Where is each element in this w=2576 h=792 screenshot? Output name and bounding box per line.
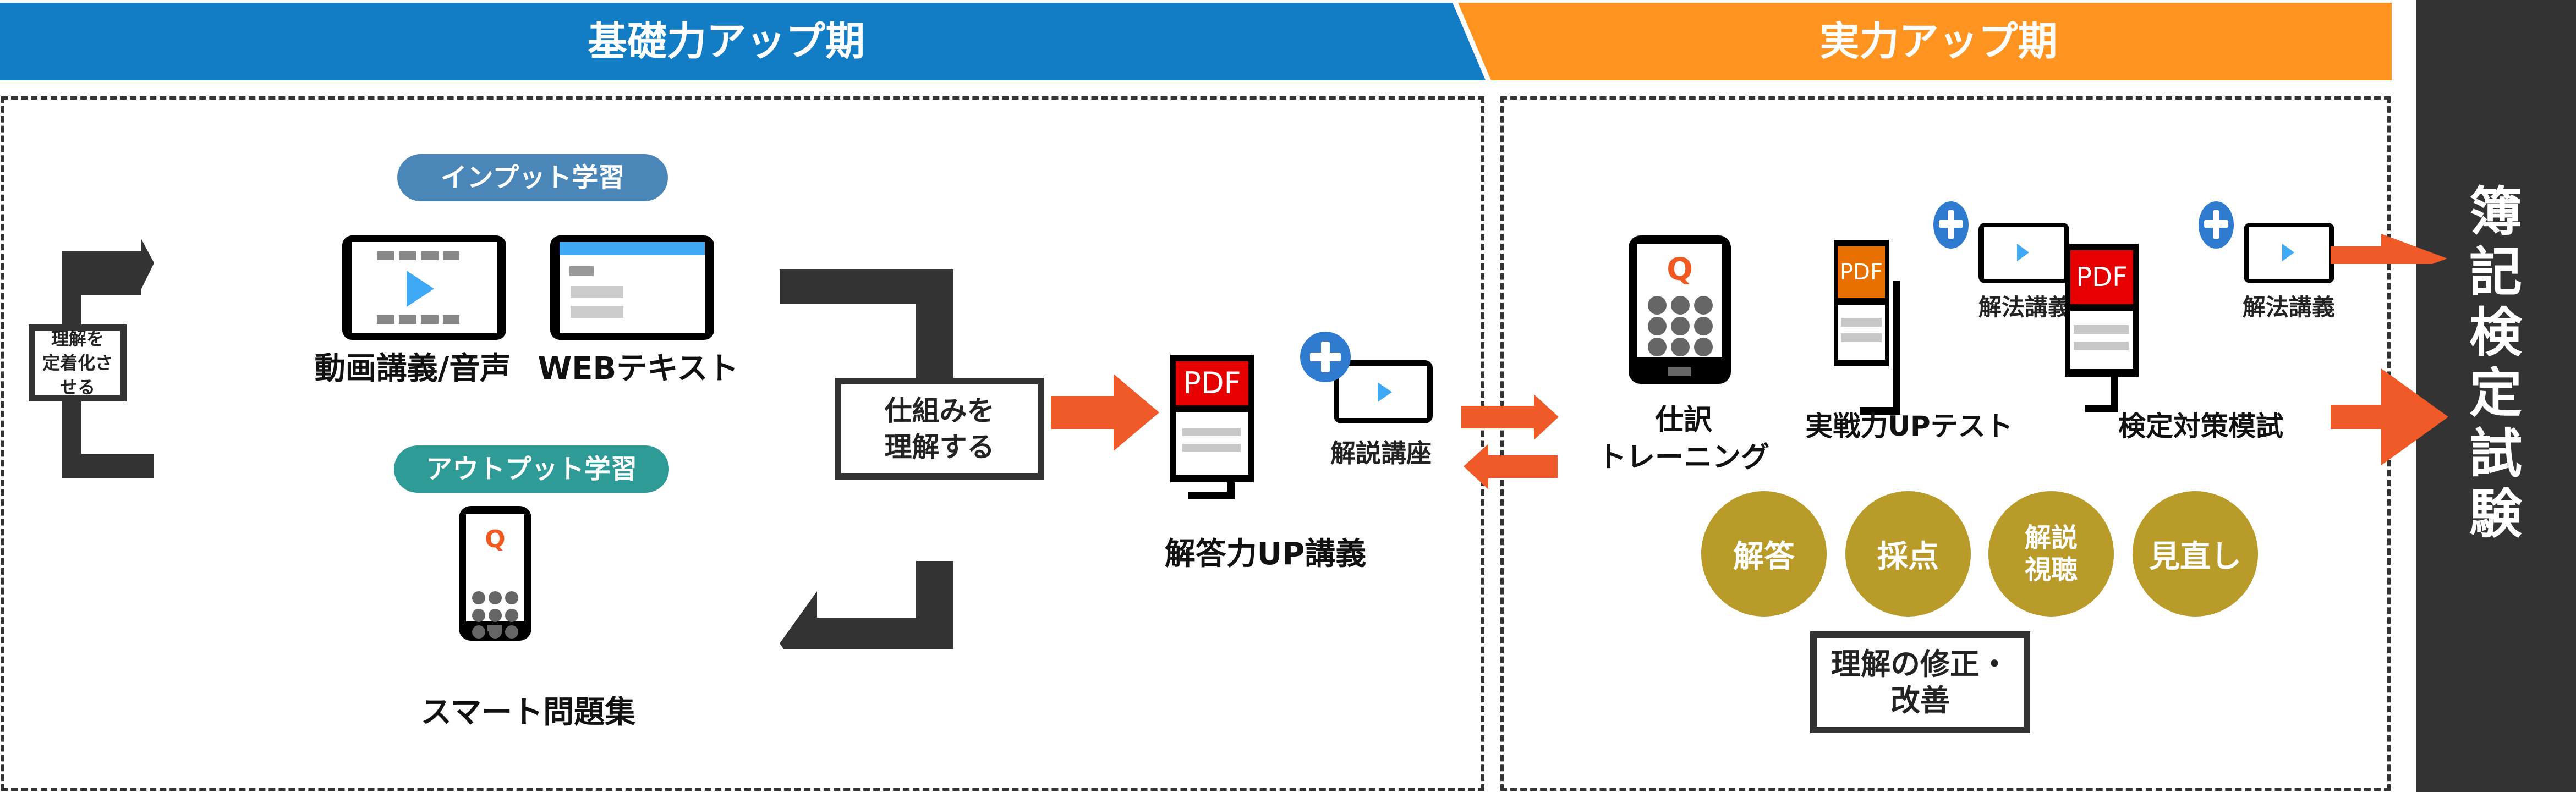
web-text-tablet-icon bbox=[550, 235, 714, 340]
keypad-dot bbox=[472, 609, 485, 622]
pdf-text-line bbox=[1841, 333, 1882, 342]
keypad-dot bbox=[505, 609, 518, 622]
answer-up-label: 解答力UP講義 bbox=[1164, 536, 1367, 572]
left-cycle-box: 理解を 定着化させる bbox=[29, 324, 127, 402]
keypad-dot bbox=[1648, 317, 1667, 336]
keypad-dot bbox=[1648, 338, 1667, 356]
practical-test-pdf-body: PDF bbox=[1834, 240, 1889, 366]
play-icon bbox=[2017, 244, 2029, 261]
plus-icon bbox=[1933, 201, 1969, 249]
web-header-bar bbox=[560, 242, 705, 255]
step-circle-grading: 採点 bbox=[1845, 491, 1971, 617]
input-learning-pill: インプット学習 bbox=[397, 154, 668, 201]
left-cycle-arrow-bottom bbox=[62, 402, 154, 479]
left-cycle-arrow-top bbox=[62, 239, 154, 327]
solution-tablet-icon bbox=[2244, 223, 2334, 283]
orange-arrow-to-exam-main-shape bbox=[2331, 369, 2448, 465]
plus-icon bbox=[1300, 332, 1351, 382]
plus-icon-horizontal bbox=[1939, 220, 1963, 228]
keypad-dot bbox=[1694, 296, 1713, 315]
keypad-dot bbox=[472, 625, 485, 639]
answer-up-pdf-icon: PDF bbox=[1170, 355, 1254, 482]
solution-lecture-label: 解法講義 bbox=[2242, 294, 2335, 321]
pdf-label: PDF bbox=[1176, 361, 1248, 405]
phase1-banner bbox=[0, 3, 1486, 80]
film-strip-bottom bbox=[377, 315, 459, 324]
orange-arrow-to-exam-main bbox=[2331, 369, 2448, 465]
video-lecture-label: 動画講義/音声 bbox=[314, 351, 511, 387]
keypad-dot bbox=[505, 625, 518, 639]
phase1-title: 基礎力アップ期 bbox=[587, 18, 865, 64]
play-icon bbox=[2282, 244, 2294, 261]
practical-test-label: 実戦力UPテスト bbox=[1805, 410, 2013, 442]
mock-exam-label: 検定対策模試 bbox=[2118, 410, 2283, 442]
keypad-dot bbox=[505, 591, 518, 604]
keypad-dot bbox=[1671, 317, 1690, 336]
left-cycle-arrow bbox=[62, 239, 154, 479]
keypad-dot bbox=[1648, 296, 1667, 315]
phase2-title: 実力アップ期 bbox=[1819, 18, 2058, 64]
q-mark: Q bbox=[1667, 252, 1693, 288]
plus-icon bbox=[2199, 201, 2234, 249]
commentary-label: 解説講座 bbox=[1330, 438, 1432, 468]
pdf-label: PDF bbox=[1838, 246, 1885, 298]
right-cycle-arrow-bottom bbox=[780, 561, 953, 649]
web-text-label: WEBテキスト bbox=[538, 351, 739, 387]
q-mark: Q bbox=[485, 525, 506, 553]
bidirectional-arrows bbox=[1461, 394, 1559, 490]
arrow-to-phase1 bbox=[1464, 444, 1558, 490]
arrow-to-phase2 bbox=[1461, 394, 1559, 440]
orange-arrow-to-exam-shape bbox=[2331, 234, 2447, 264]
web-text-line bbox=[571, 286, 623, 298]
film-strip-top bbox=[377, 251, 459, 260]
play-icon bbox=[1378, 382, 1392, 402]
video-tablet-icon bbox=[342, 235, 506, 340]
step-circle-review-video: 解説 視聴 bbox=[1988, 491, 2114, 617]
keypad-dot bbox=[489, 609, 502, 622]
journal-training-label: 仕訳 トレーニング bbox=[1597, 404, 1769, 474]
keypad-dot bbox=[1694, 338, 1713, 356]
right-cycle-box: 仕組みを 理解する bbox=[835, 378, 1044, 480]
phone-home-button bbox=[487, 625, 502, 631]
keypad-dot bbox=[1694, 317, 1713, 336]
web-text-line bbox=[571, 306, 623, 318]
improve-box: 理解の修正・改善 bbox=[1810, 631, 2030, 733]
plus-icon-horizontal bbox=[1310, 353, 1341, 361]
keypad-dot bbox=[1671, 338, 1690, 356]
orange-arrow-right-shape bbox=[1051, 374, 1159, 451]
solution-lecture-label: 解法講義 bbox=[1978, 294, 2071, 321]
phase2-banner bbox=[1458, 3, 2392, 80]
pdf-text-line bbox=[2074, 325, 2129, 334]
play-icon bbox=[407, 271, 434, 307]
output-learning-pill: アウトプット学習 bbox=[394, 446, 669, 493]
phase1-panel bbox=[1, 96, 1484, 791]
web-heading-line bbox=[569, 266, 594, 276]
step-circle-answer: 解答 bbox=[1701, 491, 1827, 617]
exam-block: 簿記検定試験 bbox=[2416, 0, 2576, 792]
smart-problem-label: スマート問題集 bbox=[420, 695, 636, 730]
pdf-label: PDF bbox=[2070, 250, 2133, 304]
pdf-text-line bbox=[1841, 318, 1882, 327]
orange-arrow-to-exam bbox=[2331, 234, 2447, 264]
keypad-dot bbox=[472, 591, 485, 604]
keypad-dot bbox=[489, 591, 502, 604]
keypad-dot bbox=[1671, 296, 1690, 315]
phone-home-button bbox=[1668, 367, 1691, 376]
orange-arrow-right bbox=[1051, 374, 1159, 451]
pdf-stack-shadow bbox=[1860, 280, 1900, 415]
pdf-text-line bbox=[1182, 428, 1241, 436]
commentary-tablet-icon bbox=[1334, 360, 1433, 424]
mock-exam-pdf-icon: PDF bbox=[2065, 244, 2139, 377]
exam-title: 簿記検定試験 bbox=[2469, 181, 2522, 545]
pdf-text-line bbox=[1182, 444, 1241, 452]
plus-icon-horizontal bbox=[2204, 220, 2228, 228]
step-circle-revisit: 見直し bbox=[2133, 491, 2258, 617]
solution-tablet-icon bbox=[1978, 223, 2069, 283]
pdf-text-line bbox=[2074, 342, 2129, 350]
